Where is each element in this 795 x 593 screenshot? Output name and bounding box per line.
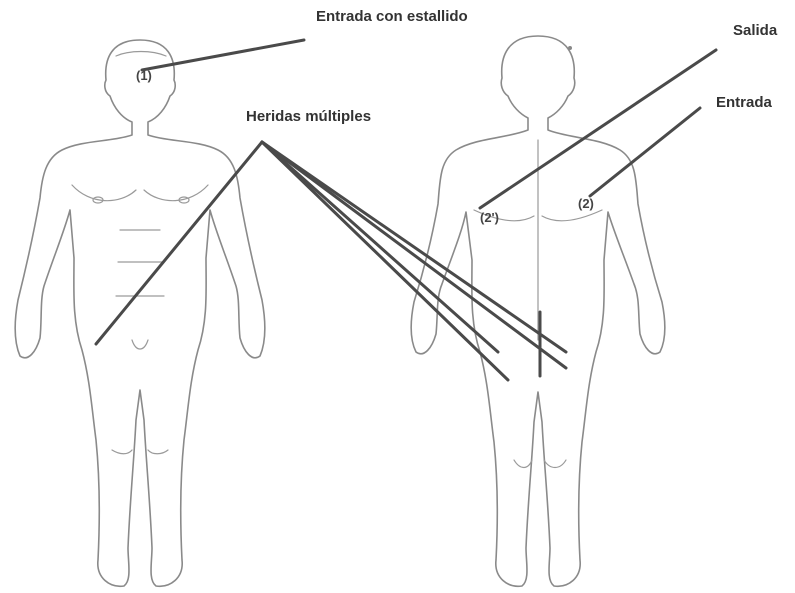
pointer-multiple-front <box>96 142 262 344</box>
pointer-entry-burst <box>142 40 304 70</box>
marker-back-exit: (2') <box>480 210 499 225</box>
front-figure <box>15 40 265 586</box>
back-figure <box>411 36 665 586</box>
pointer-multiple-1 <box>262 142 508 380</box>
label-entry: Entrada <box>716 94 772 111</box>
label-multiple-wounds: Heridas múltiples <box>246 108 371 125</box>
marker-back-entry: (2) <box>578 196 594 211</box>
pointer-lines <box>96 40 716 380</box>
pointer-multiple-2 <box>262 142 498 352</box>
label-entry-burst: Entrada con estallido <box>316 8 468 25</box>
pointer-entry <box>590 108 700 196</box>
pointer-multiple-4 <box>262 142 566 352</box>
label-exit: Salida <box>733 22 777 39</box>
marker-head: (1) <box>136 68 152 83</box>
pointer-multiple-3 <box>262 142 566 368</box>
pointer-exit <box>480 50 716 208</box>
